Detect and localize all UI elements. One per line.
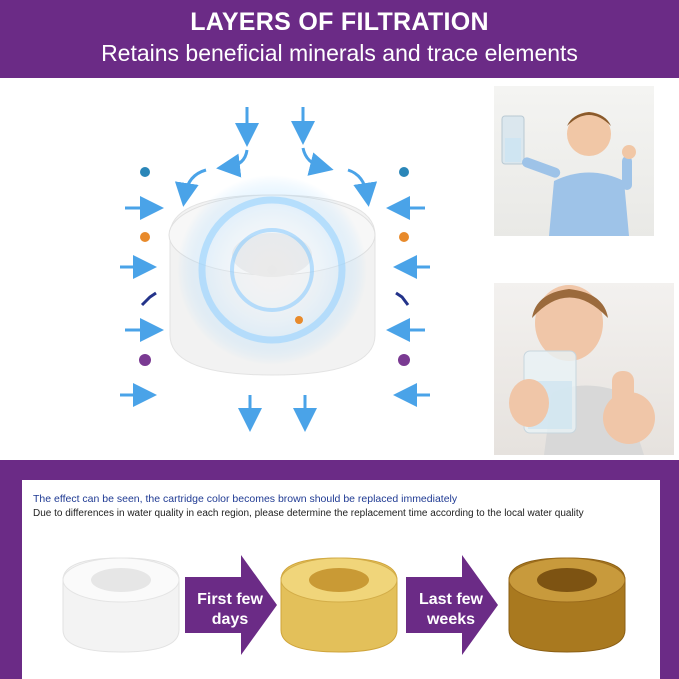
left-arrow-icon	[386, 196, 430, 407]
first-few-days-label: First few days	[187, 590, 273, 630]
boy-illustration	[501, 112, 636, 236]
filtration-diagram	[120, 107, 430, 432]
down-arrow-icon	[235, 107, 315, 147]
last-few-weeks-label: Last few weeks	[408, 590, 494, 630]
last-few-weeks-arrow	[406, 555, 498, 655]
replacement-panel: The effect can be seen, the cartridge co…	[22, 480, 660, 679]
down-arrow-icon	[238, 395, 317, 432]
used-cartridge-icon	[280, 557, 398, 653]
filter-cartridge-icon	[168, 175, 376, 376]
stage1-line2: days	[211, 611, 249, 628]
page-subtitle: Retains beneficial minerals and trace el…	[101, 40, 578, 66]
bacteria-icon	[139, 167, 157, 366]
woman-with-water-photo	[494, 283, 674, 455]
new-cartridge-icon	[62, 557, 180, 653]
stage2-line2: weeks	[426, 611, 476, 628]
first-few-days-arrow	[185, 555, 277, 655]
bacteria-icon	[395, 167, 410, 366]
boy-with-water-photo	[494, 86, 654, 236]
replacement-note: The effect can be seen, the cartridge co…	[33, 493, 458, 505]
stage1-line1: First few	[197, 591, 263, 608]
curved-arrow-icon	[174, 147, 378, 207]
water-quality-note: Due to differences in water quality in e…	[33, 508, 584, 519]
page-title: LAYERS OF FILTRATION	[190, 8, 489, 36]
replacement-section: The effect can be seen, the cartridge co…	[0, 460, 679, 679]
right-arrow-icon	[120, 196, 164, 407]
woman-illustration	[509, 285, 655, 455]
header-banner: LAYERS OF FILTRATION Retains beneficial …	[0, 0, 679, 78]
stage2-line1: Last few	[418, 591, 483, 608]
expired-cartridge-icon	[508, 557, 626, 653]
